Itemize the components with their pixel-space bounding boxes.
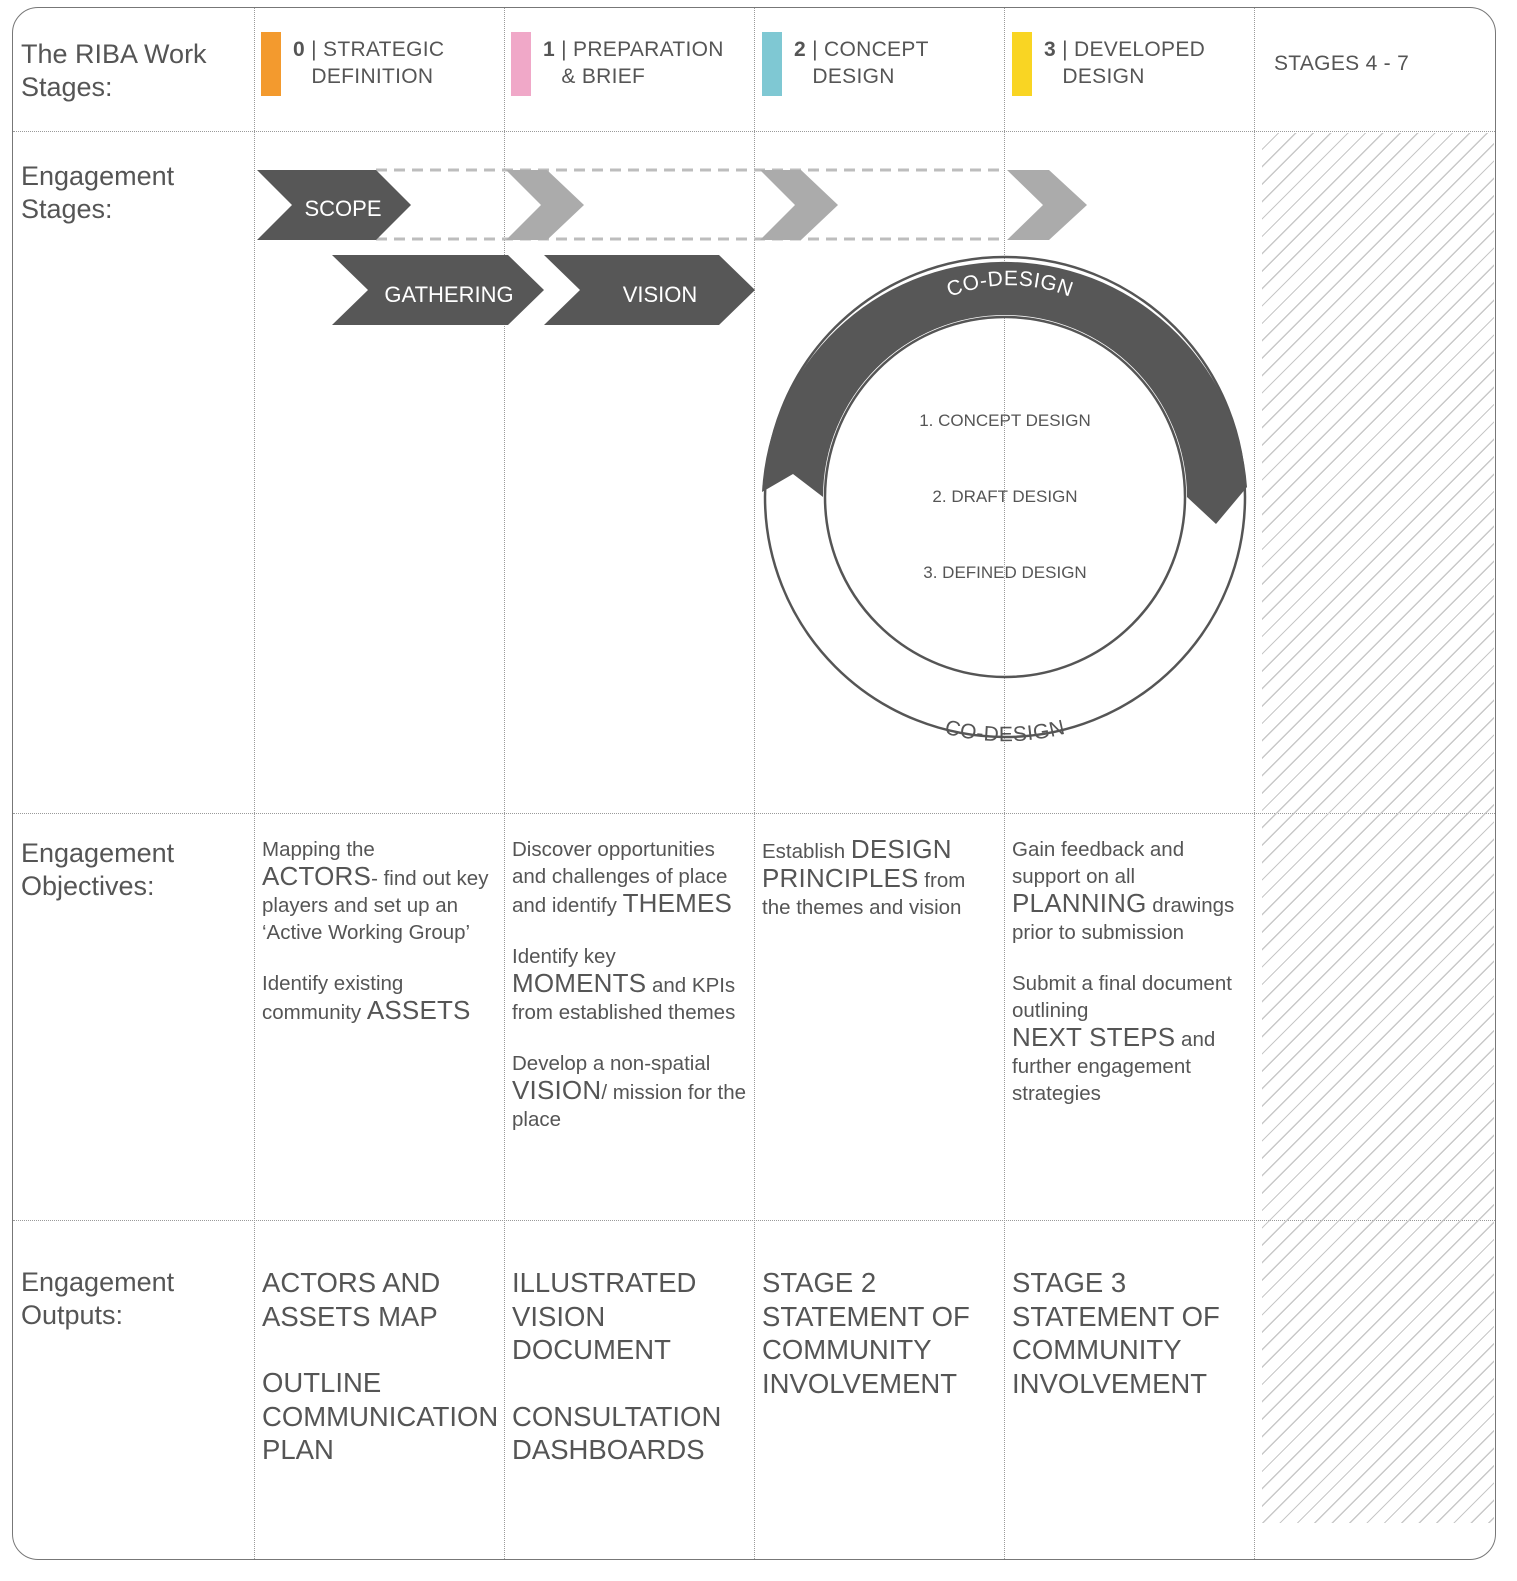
stages-4-7-hatched-area [1262, 133, 1494, 1523]
objective-paragraph: Identify existing community ASSETS [262, 972, 471, 1025]
output-item: CONSULTATION DASHBOARDS [512, 1400, 722, 1466]
outputs-stage-0: ACTORS AND ASSETS MAP OUTLINE COMMUNICAT… [262, 1266, 512, 1500]
row-label-engagement-objectives: Engagement Objectives: [21, 838, 175, 901]
scope-label: SCOPE [304, 196, 381, 221]
column-divider [504, 8, 505, 1559]
row-divider [13, 1220, 1495, 1221]
light-chevron [506, 170, 584, 240]
diagram-frame [12, 7, 1496, 1560]
codesign-bottom-label: CO-DESIGN [943, 716, 1068, 746]
column-divider [254, 8, 255, 1559]
column-divider [1254, 8, 1255, 1559]
stage-color-bar [1012, 32, 1032, 96]
codesign-dark-arc [762, 261, 1247, 524]
objectives-stage-2: Establish DESIGN PRINCIPLES from the the… [762, 836, 994, 945]
gathering-label: GATHERING [384, 282, 513, 307]
codesign-step-1: 1. CONCEPT DESIGN [919, 411, 1091, 430]
row-label-work-stages: The RIBA Work Stages: [21, 39, 207, 102]
work-stages-4-7: STAGES 4 - 7 [1274, 52, 1410, 75]
objective-paragraph: Establish DESIGN PRINCIPLES from the the… [762, 834, 966, 920]
vision-chevron [544, 255, 755, 325]
light-chevron [1007, 170, 1087, 240]
row-divider [13, 131, 1495, 132]
work-stage-label: 3 | DEVELOPED DESIGN [1044, 38, 1206, 88]
vision-label: VISION [623, 282, 698, 307]
codesign-inner-circle [823, 315, 1187, 679]
work-stage-label: 0 | STRATEGIC DEFINITION [293, 38, 445, 88]
output-item: OUTLINE COMMUNICATION PLAN [262, 1367, 499, 1465]
outputs-stage-1: ILLUSTRATED VISION DOCUMENT CONSULTATION… [512, 1266, 762, 1500]
row-divider [13, 813, 1495, 814]
stage-color-bar [762, 32, 782, 96]
column-divider [754, 8, 755, 1559]
work-stage-label: 1 | PREPARATION & BRIEF [543, 38, 724, 88]
light-chevron [760, 170, 838, 240]
output-item: ACTORS AND ASSETS MAP [262, 1267, 441, 1332]
objectives-stage-1: Discover opportunities and challenges of… [512, 836, 754, 1157]
scope-chevron [257, 170, 411, 240]
output-item: ILLUSTRATED VISION DOCUMENT [512, 1267, 697, 1365]
outputs-stage-3: STAGE 3 STATEMENT OF COMMUNITY INVOLVEME… [1012, 1266, 1262, 1433]
column-divider [1004, 8, 1005, 1559]
stage-color-bar [261, 32, 281, 96]
objective-paragraph: Discover opportunities and challenges of… [512, 838, 733, 918]
stage-color-bar [511, 32, 531, 96]
output-item: STAGE 2 STATEMENT OF COMMUNITY INVOLVEME… [762, 1267, 970, 1399]
codesign-outer-circle [763, 255, 1247, 739]
work-stage-label: 2 | CONCEPT DESIGN [794, 38, 929, 88]
row-label-engagement-stages: Engagement Stages: [21, 161, 175, 224]
row-label-engagement-outputs: Engagement Outputs: [21, 1267, 175, 1330]
gathering-chevron [332, 255, 544, 325]
outputs-stage-2: STAGE 2 STATEMENT OF COMMUNITY INVOLVEME… [762, 1266, 1012, 1433]
codesign-step-2: 2. DRAFT DESIGN [932, 487, 1077, 506]
codesign-step-3: 3. DEFINED DESIGN [923, 563, 1086, 582]
output-item: STAGE 3 STATEMENT OF COMMUNITY INVOLVEME… [1012, 1267, 1220, 1399]
